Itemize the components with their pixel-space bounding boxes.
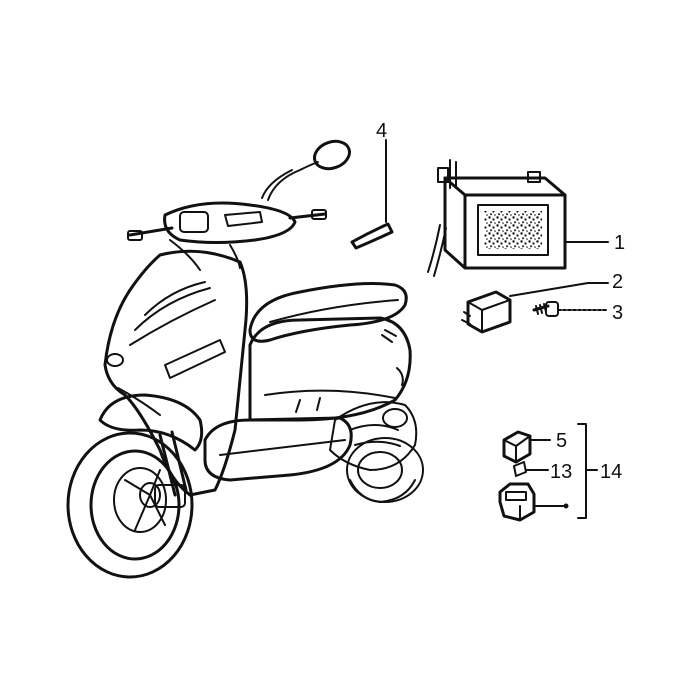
seat xyxy=(248,282,408,343)
leader-lines xyxy=(385,139,609,519)
fuse-cover-part xyxy=(502,430,532,464)
front-shield xyxy=(103,249,249,497)
callout-14: 14 xyxy=(600,461,622,483)
relay-part xyxy=(461,290,512,334)
rear-wheel xyxy=(346,437,424,503)
front-fender xyxy=(98,393,204,452)
callout-13: 13 xyxy=(550,461,572,483)
front-wheel xyxy=(66,431,194,579)
vent-tube-part xyxy=(350,222,394,250)
callout-labels: 4 1 2 3 5 13 14 xyxy=(376,120,625,483)
callout-2: 2 xyxy=(612,271,623,293)
front-fork xyxy=(154,430,188,508)
scooter-illustration xyxy=(66,139,424,579)
callout-4: 4 xyxy=(376,120,387,142)
callout-3: 3 xyxy=(612,302,623,324)
callout-1: 1 xyxy=(614,232,625,254)
handlebar-assembly xyxy=(127,201,327,271)
callout-5: 5 xyxy=(556,430,567,452)
fuse-holder-part xyxy=(498,482,536,522)
battery-part xyxy=(427,159,567,277)
screw-part xyxy=(532,301,559,317)
mirror xyxy=(261,139,351,201)
fuse-part xyxy=(513,461,527,477)
rear-body-panel xyxy=(248,316,412,422)
engine-block xyxy=(329,401,418,471)
